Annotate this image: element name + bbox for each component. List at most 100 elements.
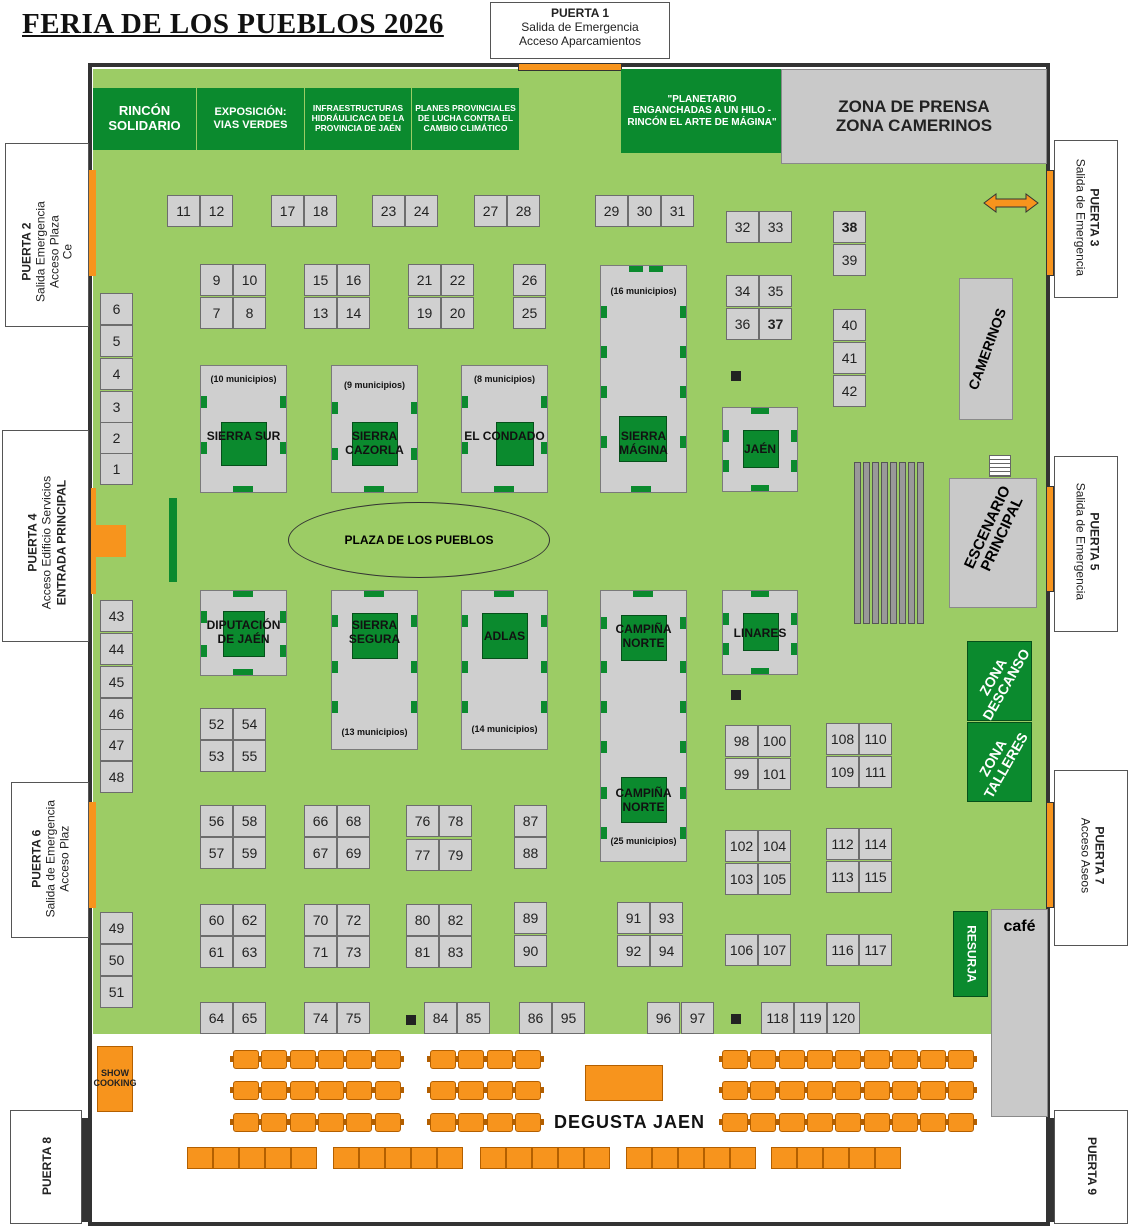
stand-46[interactable]: 46 [100,698,133,730]
stand-109[interactable]: 109 [826,756,859,788]
stand-103[interactable]: 103 [725,863,758,895]
stand-56[interactable]: 56 [200,805,233,837]
stand-67[interactable]: 67 [304,837,337,869]
stand-62[interactable]: 62 [233,904,266,936]
stand-70[interactable]: 70 [304,904,337,936]
stand-85[interactable]: 85 [457,1002,490,1034]
stand-53[interactable]: 53 [200,740,233,772]
stand-78[interactable]: 78 [439,805,472,837]
stand-54[interactable]: 54 [233,708,266,740]
stand-15[interactable]: 15 [304,264,337,296]
stand-20[interactable]: 20 [441,297,474,329]
stand-23[interactable]: 23 [372,195,405,227]
stand-19[interactable]: 19 [408,297,441,329]
stand-24[interactable]: 24 [405,195,438,227]
stand-49[interactable]: 49 [100,912,133,944]
pavilion-linares[interactable]: LINARES [722,590,798,675]
stand-91[interactable]: 91 [617,902,650,934]
pavilion-sierra-cazorla[interactable]: (9 municipios) SIERRA CAZORLA [331,365,418,493]
stand-64[interactable]: 64 [200,1002,233,1034]
stand-115[interactable]: 115 [859,861,892,893]
stand-81[interactable]: 81 [406,936,439,968]
stand-74[interactable]: 74 [304,1002,337,1034]
stand-73[interactable]: 73 [337,936,370,968]
stand-55[interactable]: 55 [233,740,266,772]
stand-72[interactable]: 72 [337,904,370,936]
stand-60[interactable]: 60 [200,904,233,936]
stand-113[interactable]: 113 [826,861,859,893]
stand-45[interactable]: 45 [100,666,133,698]
stand-42[interactable]: 42 [833,375,866,407]
stand-37[interactable]: 37 [759,308,792,340]
stand-43[interactable]: 43 [100,600,133,632]
stand-59[interactable]: 59 [233,837,266,869]
stand-22[interactable]: 22 [441,264,474,296]
stand-86[interactable]: 86 [519,1002,552,1034]
stand-66[interactable]: 66 [304,805,337,837]
stand-108[interactable]: 108 [826,723,859,755]
pavilion-sierra-segura[interactable]: SIERRA SEGURA (13 municipios) [331,590,418,750]
pavilion-el-condado[interactable]: (8 municipios) EL CONDADO [461,365,548,493]
stand-39[interactable]: 39 [833,244,866,276]
stand-68[interactable]: 68 [337,805,370,837]
stand-30[interactable]: 30 [628,195,661,227]
stand-6[interactable]: 6 [100,293,133,325]
stand-3[interactable]: 3 [100,391,133,423]
stand-89[interactable]: 89 [514,902,547,934]
stand-57[interactable]: 57 [200,837,233,869]
stand-92[interactable]: 92 [617,935,650,967]
stand-13[interactable]: 13 [304,297,337,329]
stand-110[interactable]: 110 [859,723,892,755]
stand-118[interactable]: 118 [761,1002,794,1034]
stand-21[interactable]: 21 [408,264,441,296]
pavilion-sierra-magina[interactable]: (16 municipios) SIERRA MÁGINA [600,265,687,493]
stand-112[interactable]: 112 [826,828,859,860]
stand-102[interactable]: 102 [725,830,758,862]
stand-31[interactable]: 31 [661,195,694,227]
stand-35[interactable]: 35 [759,275,792,307]
stand-98[interactable]: 98 [725,725,758,757]
pavilion-sierra-sur[interactable]: (10 municipios) SIERRA SUR [200,365,287,493]
stand-97[interactable]: 97 [681,1002,714,1034]
stand-34[interactable]: 34 [726,275,759,307]
stand-116[interactable]: 116 [826,934,859,966]
stand-96[interactable]: 96 [647,1002,680,1034]
stand-105[interactable]: 105 [758,863,791,895]
pavilion-diputacion[interactable]: DIPUTACIÓN DE JAÉN [200,590,287,676]
stand-99[interactable]: 99 [725,758,758,790]
stand-27[interactable]: 27 [474,195,507,227]
stand-58[interactable]: 58 [233,805,266,837]
stand-106[interactable]: 106 [725,934,758,966]
stand-119[interactable]: 119 [794,1002,827,1034]
stand-117[interactable]: 117 [859,934,892,966]
stand-84[interactable]: 84 [424,1002,457,1034]
stand-17[interactable]: 17 [271,195,304,227]
stand-80[interactable]: 80 [406,904,439,936]
stand-14[interactable]: 14 [337,297,370,329]
stand-47[interactable]: 47 [100,729,133,761]
stand-5[interactable]: 5 [100,325,133,357]
stand-50[interactable]: 50 [100,944,133,976]
stand-71[interactable]: 71 [304,936,337,968]
stand-9[interactable]: 9 [200,264,233,296]
stand-94[interactable]: 94 [650,935,683,967]
stand-114[interactable]: 114 [859,828,892,860]
stand-16[interactable]: 16 [337,264,370,296]
stand-79[interactable]: 79 [439,839,472,871]
stand-32[interactable]: 32 [726,211,759,243]
stand-93[interactable]: 93 [650,902,683,934]
pavilion-adlas[interactable]: ADLAS (14 municipios) [461,590,548,750]
stand-101[interactable]: 101 [758,758,791,790]
stand-82[interactable]: 82 [439,904,472,936]
stand-48[interactable]: 48 [100,761,133,793]
stand-2[interactable]: 2 [100,422,133,454]
stand-7[interactable]: 7 [200,297,233,329]
pavilion-campina-norte[interactable]: CAMPIÑA NORTE CAMPIÑA NORTE (25 municipi… [600,590,687,862]
stand-87[interactable]: 87 [514,805,547,837]
stand-107[interactable]: 107 [758,934,791,966]
stand-40[interactable]: 40 [833,309,866,341]
stand-18[interactable]: 18 [304,195,337,227]
stand-1[interactable]: 1 [100,453,133,485]
stand-52[interactable]: 52 [200,708,233,740]
stand-33[interactable]: 33 [759,211,792,243]
